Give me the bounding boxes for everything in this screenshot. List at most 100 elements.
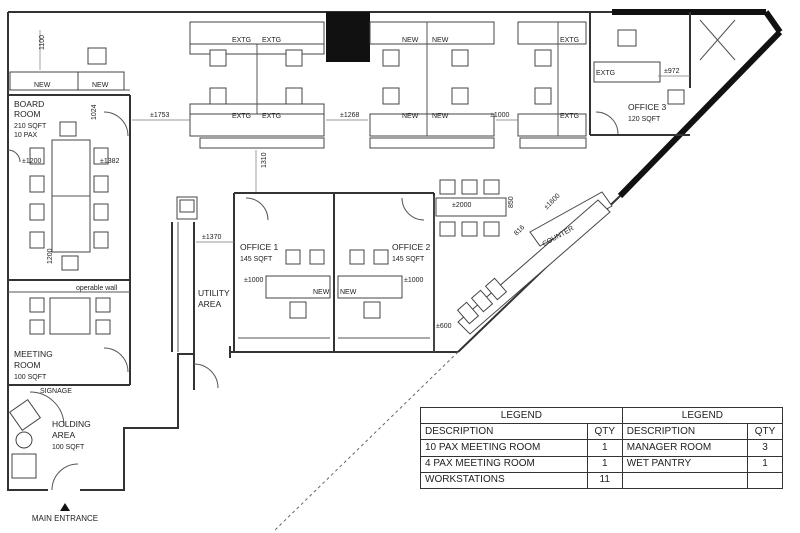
extg-tag: EXTG [262, 113, 281, 120]
dim-816: 816 [513, 224, 526, 237]
main-entrance-label: MAIN ENTRANCE [31, 514, 99, 523]
legend-row-description: MANAGER ROOM [621, 439, 749, 457]
legend-row-qty: 1 [747, 455, 783, 473]
new-desk [77, 71, 125, 91]
dim-1310: 1310 [261, 152, 268, 168]
legend-row-qty [747, 471, 783, 490]
door-swing [7, 149, 21, 163]
utility-area-name-2: AREA [198, 299, 221, 309]
lounge-chair [8, 398, 42, 432]
desk-row [189, 21, 325, 45]
dimension-lines [39, 30, 690, 243]
extg-tag: EXTG [232, 113, 251, 120]
side-table [15, 431, 33, 449]
dim-1753: ±1753 [150, 112, 170, 119]
chair [667, 89, 685, 105]
new-tag: NEW [432, 113, 449, 120]
desk-row [369, 21, 495, 45]
new-tag: NEW [432, 37, 449, 44]
legend-table: LEGEND LEGEND DESCRIPTION QTY DESCRIPTIO… [420, 406, 784, 490]
stool [439, 221, 456, 237]
extg-tag: EXTG [262, 37, 281, 44]
pantry-table [435, 197, 507, 217]
stool [461, 179, 478, 195]
legend-row-qty: 1 [586, 439, 623, 457]
stool [483, 179, 500, 195]
chair [29, 147, 45, 165]
legend-row-qty: 3 [747, 439, 783, 457]
storage [519, 137, 587, 149]
chair [534, 87, 552, 105]
new-tag: NEW [313, 289, 330, 296]
chair [451, 49, 469, 67]
appliance [470, 289, 494, 313]
dim-1200b: 1200 [47, 248, 54, 264]
office-3-area: 120 SQFT [628, 116, 661, 123]
dim-1000-o2: ±1000 [404, 277, 424, 284]
door-swing [103, 111, 129, 137]
dim-1100: 1100 [39, 35, 46, 50]
door-swing [29, 391, 65, 427]
chair [285, 49, 303, 67]
legend-row-description: WET PANTRY [621, 455, 749, 473]
chair [373, 249, 389, 265]
chair [209, 87, 227, 105]
legend-row-qty: 1 [586, 455, 623, 473]
office-1-area: 145 SQFT [240, 256, 273, 263]
chair [349, 249, 365, 265]
operable-wall-label: operable wall [76, 285, 118, 292]
chair [29, 231, 45, 249]
holding-area-name-2: AREA [52, 430, 75, 440]
stool [439, 179, 456, 195]
pantry [433, 179, 613, 352]
chair [285, 87, 303, 105]
dim-1000-ws: ±1000 [490, 112, 510, 119]
pantry-cabinet [457, 199, 611, 335]
extg-tag: EXTG [560, 113, 579, 120]
chair [617, 29, 637, 47]
legend-row-description [621, 471, 749, 490]
offices [233, 192, 435, 352]
storage [369, 137, 495, 149]
chair [309, 249, 325, 265]
dim-2000: ±2000 [452, 202, 472, 209]
extg-tag: EXTG [232, 37, 251, 44]
chair [451, 87, 469, 105]
extg-tag: EXTG [596, 70, 615, 77]
dim-1268: ±1268 [340, 112, 360, 119]
office-3-name: OFFICE 3 [628, 102, 667, 112]
dim-1382: ±1382 [100, 158, 120, 165]
entrance-arrow-icon [60, 503, 70, 511]
appliance [484, 277, 508, 301]
new-tag: NEW [34, 82, 51, 89]
legend-row-description: WORKSTATIONS [420, 471, 588, 490]
legend-row-description: 4 PAX MEETING ROOM [420, 455, 588, 473]
copier-top [179, 199, 195, 213]
desk-row [189, 113, 325, 137]
board-room-name-2: ROOM [14, 109, 40, 119]
board-room-capacity: 10 PAX [14, 132, 38, 139]
stool [483, 221, 500, 237]
structural-column [326, 12, 370, 62]
office-desk [337, 275, 403, 299]
dim-972: ±972 [664, 68, 680, 75]
new-tag: NEW [402, 113, 419, 120]
utility-zone [171, 196, 219, 390]
dim-1000-o1: ±1000 [244, 277, 264, 284]
door-swing [595, 111, 619, 135]
chair [534, 49, 552, 67]
chair [93, 203, 109, 221]
door-swing [193, 363, 219, 389]
holding-area [8, 391, 79, 491]
legend-col-qty: QTY [586, 423, 623, 441]
chair [382, 87, 400, 105]
new-tag: NEW [92, 82, 109, 89]
meeting-table [49, 297, 91, 335]
meeting-room-name-2: ROOM [14, 360, 40, 370]
dim-850: 850 [508, 196, 515, 208]
legend-col-qty: QTY [747, 423, 783, 441]
door-swing [51, 463, 79, 491]
dim-1370: ±1370 [202, 234, 222, 241]
dim-1200a: ±1200 [22, 158, 42, 165]
